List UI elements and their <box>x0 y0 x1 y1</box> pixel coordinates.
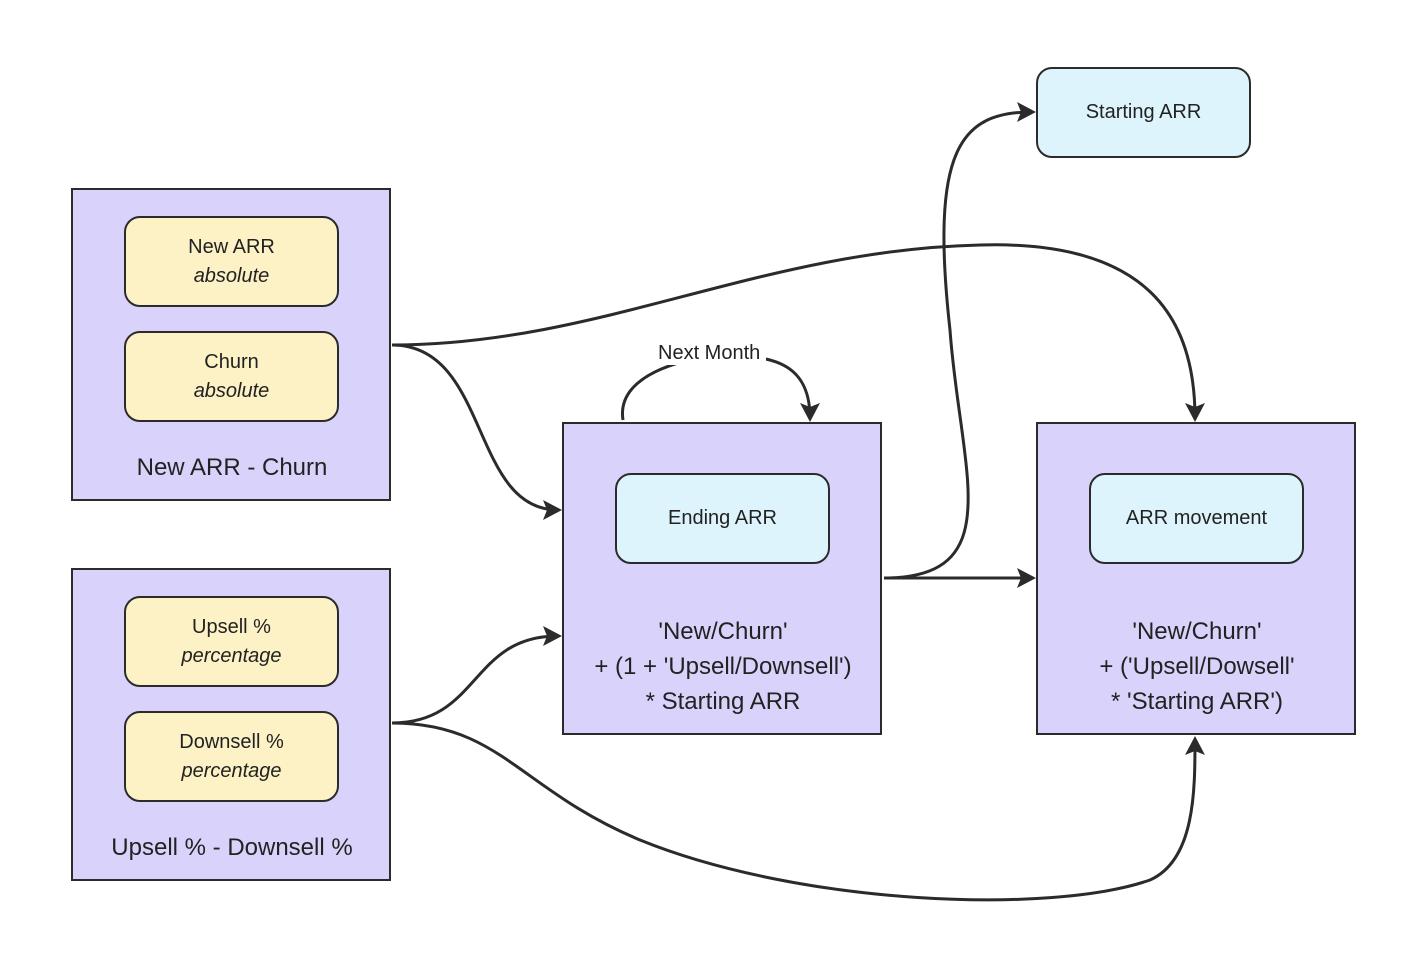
node-ending-arr: Ending ARR <box>615 473 830 564</box>
movement-formula-line-2: + ('Upsell/Dowsell' <box>1099 653 1295 680</box>
next-month-label: Next Month <box>652 342 767 365</box>
group-ending-arr: Ending ARR 'New/Churn' + (1 + 'Upsell/Do… <box>562 422 882 735</box>
group-new-churn-label: New ARR - Churn <box>136 454 328 481</box>
edge-next-month-loop <box>621 354 812 421</box>
group-arr-movement: ARR movement 'New/Churn' + ('Upsell/Dows… <box>1036 422 1356 735</box>
edge-upsell-to-movement <box>391 721 1197 902</box>
arrowhead-ending-left-top <box>543 500 562 520</box>
arrowhead-movement-bottom <box>1185 736 1205 755</box>
downsell-subtitle: percentage <box>181 759 282 782</box>
ending-formula-line-2: + (1 + 'Upsell/Downsell') <box>594 653 852 680</box>
arrowhead-movement-top <box>1185 403 1205 422</box>
ending-formula: 'New/Churn' + (1 + 'Upsell/Downsell') * … <box>564 614 882 719</box>
arr-movement-title: ARR movement <box>1125 507 1268 529</box>
arrowhead-starting <box>1017 102 1036 122</box>
movement-formula-line-3: * 'Starting ARR') <box>1111 688 1283 715</box>
arrowhead-ending-left-bottom <box>543 626 562 646</box>
arrowhead-movement-left <box>1017 568 1036 588</box>
ending-formula-line-1: 'New/Churn' <box>658 618 788 645</box>
group-new-churn: New ARR absolute Churn absolute New ARR … <box>71 188 391 501</box>
movement-formula-line-1: 'New/Churn' <box>1132 618 1262 645</box>
new-arr-subtitle: absolute <box>193 264 270 287</box>
downsell-title: Downsell % <box>179 730 284 753</box>
node-arr-movement: ARR movement <box>1089 473 1304 564</box>
edge-upsell-to-ending <box>391 634 559 725</box>
node-new-arr: New ARR absolute <box>124 216 339 307</box>
upsell-subtitle: percentage <box>181 644 282 667</box>
upsell-title: Upsell % <box>192 615 271 638</box>
ending-formula-line-3: * Starting ARR <box>645 688 801 715</box>
edge-ending-to-starting <box>883 110 1033 580</box>
movement-formula: 'New/Churn' + ('Upsell/Dowsell' * 'Start… <box>1038 614 1356 719</box>
arrowhead-next-month <box>800 403 820 422</box>
group-upsell-downsell: Upsell % percentage Downsell % percentag… <box>71 568 391 881</box>
edge-newchurn-to-movement <box>391 243 1197 419</box>
group-upsell-downsell-label: Upsell % - Downsell % <box>111 834 353 861</box>
node-starting-arr: Starting ARR <box>1036 67 1251 158</box>
churn-title: Churn <box>204 350 259 373</box>
node-downsell: Downsell % percentage <box>124 711 339 802</box>
churn-subtitle: absolute <box>193 379 270 402</box>
new-arr-title: New ARR <box>188 235 275 258</box>
edge-newchurn-to-ending <box>391 343 559 512</box>
starting-arr-title: Starting ARR <box>1085 101 1202 123</box>
ending-arr-title: Ending ARR <box>668 507 777 529</box>
node-upsell: Upsell % percentage <box>124 596 339 687</box>
node-churn: Churn absolute <box>124 331 339 422</box>
